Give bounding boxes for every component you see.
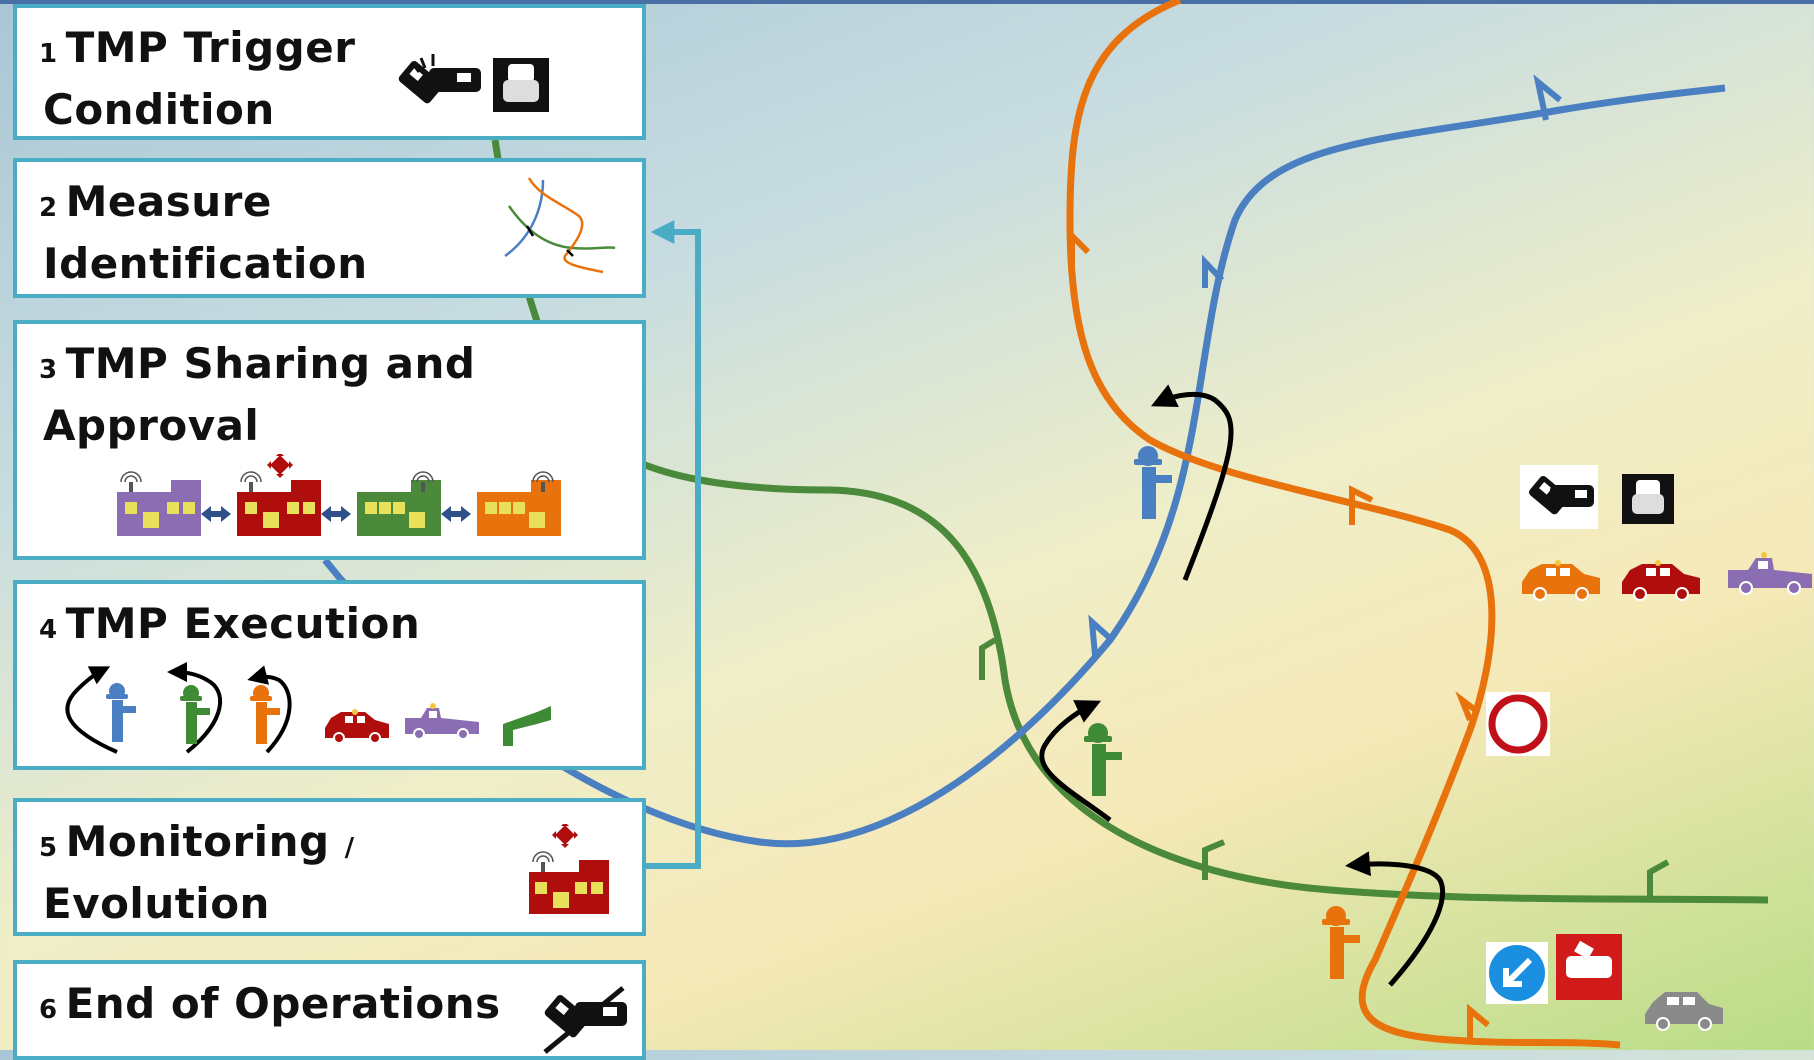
operator-green-icon	[1084, 723, 1122, 796]
control-center-purple-icon	[117, 471, 201, 536]
service-car-orange-icon	[1522, 560, 1600, 601]
service-car-purple-icon	[1728, 552, 1812, 595]
turn-arrow-orange	[1345, 851, 1446, 987]
step-5-title-separator: /	[344, 833, 355, 863]
step-4-number: 4	[39, 615, 58, 645]
barrier-icon	[503, 706, 551, 746]
control-center-red-icon	[529, 824, 609, 914]
step-1-number: 1	[39, 39, 58, 69]
no-entry-sign-icon	[1486, 692, 1550, 756]
car-gray-icon	[1645, 992, 1723, 1031]
step-5-title-line1: Monitoring	[65, 817, 330, 866]
step-5-number: 5	[39, 833, 58, 863]
turn-arrow-green	[1039, 700, 1112, 823]
service-car-red-icon	[1622, 560, 1700, 601]
feedback-loop-arrow	[646, 220, 701, 869]
control-center-green-icon	[357, 471, 441, 536]
step-1-title-line2: Condition	[43, 85, 275, 134]
route-map-icon	[504, 177, 616, 274]
step-1-title-line1: TMP Trigger	[65, 23, 356, 72]
control-center-orange-icon	[477, 471, 561, 536]
control-center-red-icon	[237, 454, 321, 536]
crash-cleared-icon	[543, 986, 627, 1054]
route-direction-markers	[979, 74, 1670, 1040]
step-2-title-line2: Identification	[43, 239, 368, 288]
traffic-jam-icon	[493, 58, 549, 112]
operator-blue-icon	[65, 666, 136, 754]
step-2-number: 2	[39, 193, 58, 223]
crash-icon	[1520, 465, 1598, 529]
move-icon	[552, 824, 578, 848]
operator-orange-icon	[1322, 906, 1360, 979]
keep-left-sign-icon	[1486, 942, 1548, 1004]
step-6-number: 6	[39, 995, 58, 1025]
operator-orange-icon	[247, 665, 292, 754]
service-car-purple-icon	[405, 703, 479, 740]
crash-icon	[398, 54, 481, 104]
top-bar	[0, 0, 1814, 4]
step-3-number: 3	[39, 355, 58, 385]
operator-green-icon	[167, 662, 222, 754]
turn-arrow-blue	[1150, 384, 1234, 581]
step-6-title-line1: End of Operations	[65, 979, 501, 1028]
step-3-title-line2: Approval	[43, 401, 260, 450]
move-icon	[267, 454, 293, 478]
step-3-title-line1: TMP Sharing and	[65, 339, 476, 388]
operator-blue-icon	[1134, 446, 1172, 519]
step-5-title-line2: Evolution	[43, 879, 270, 928]
step-2-title-line1: Measure	[65, 177, 272, 226]
traffic-jam-icon	[1622, 474, 1674, 524]
execution-icons	[65, 662, 551, 754]
accident-warning-icon	[1556, 934, 1622, 1000]
control-center-network	[117, 454, 561, 536]
service-car-red-icon	[325, 709, 389, 744]
step-4-title-line1: TMP Execution	[65, 599, 421, 648]
